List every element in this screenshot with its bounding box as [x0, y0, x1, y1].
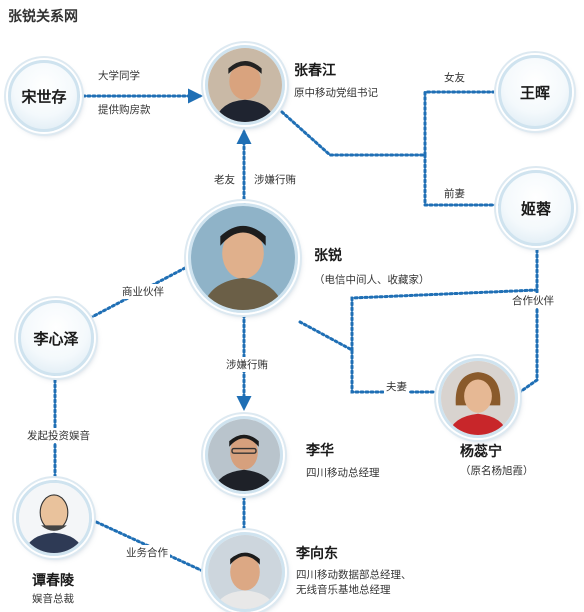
edge-label-classmate: 大学同学: [96, 68, 142, 83]
label-li-hua: 李华 四川移动总经理: [306, 440, 380, 481]
portrait-photo: [441, 361, 515, 435]
edge-label-spouse: 夫妻: [384, 379, 409, 394]
person-title: （原名杨旭霞）: [460, 465, 534, 477]
diagram-title: 张锐关系网: [8, 9, 78, 25]
edge-zhangchunjiang-wanghui: [280, 90, 500, 157]
portrait-illustration: [19, 483, 89, 553]
node-name: 姬蓉: [520, 199, 551, 218]
edge-label-cooperation-partner: 合作伙伴: [510, 293, 556, 308]
edge-zhangrui-yangruining: [298, 320, 440, 394]
edge-label-girlfriend: 女友: [442, 70, 467, 85]
person-name: 李华: [306, 443, 334, 459]
person-name: 杨蕊宁: [460, 444, 502, 460]
edge-zhangchunjiang-jirong: [423, 153, 500, 207]
portrait-photo: [191, 206, 295, 310]
portrait-photo: [208, 419, 280, 491]
label-tan-chunling: 谭春陵 娱音总裁: [32, 570, 74, 607]
node-name: 李心泽: [33, 329, 79, 348]
person-title-line-1: 四川移动数据部总经理、: [296, 569, 412, 581]
label-yang-ruining: 杨蕊宁 （原名杨旭霞）: [460, 441, 534, 479]
edge-label-investment: 发起投资娱音: [25, 428, 92, 443]
node-wang-hui[interactable]: 王晖: [498, 55, 572, 129]
edge-jirong-cooperation: [350, 248, 539, 352]
label-zhang-rui: 张锐 （电信中间人、收藏家）: [314, 245, 430, 288]
node-ji-rong[interactable]: 姬蓉: [498, 170, 574, 246]
person-title: 原中移动党组书记: [294, 87, 378, 99]
edge-label-old-friend: 老友: [212, 172, 237, 187]
node-zhang-chunjiang[interactable]: [205, 45, 285, 125]
node-name: 宋世存: [21, 87, 67, 106]
person-title: 娱音总裁: [32, 593, 74, 605]
node-zhang-rui[interactable]: [188, 203, 298, 313]
portrait-photo: [208, 48, 282, 122]
node-li-xiangdong[interactable]: [205, 532, 285, 612]
person-name: 张春江: [294, 63, 336, 79]
node-yang-ruining[interactable]: [438, 358, 518, 438]
person-name: 李向东: [296, 546, 338, 562]
edge-cooperation-yangruining: [518, 288, 539, 394]
node-name: 王晖: [519, 83, 550, 102]
person-name: 谭春陵: [32, 573, 74, 589]
edge-label-business-partner: 商业伙伴: [120, 284, 166, 299]
node-tan-chunling[interactable]: [16, 480, 92, 556]
label-li-xiangdong: 李向东 四川移动数据部总经理、 无线音乐基地总经理: [296, 543, 412, 598]
portrait-photo: [208, 535, 282, 609]
edge-label-bribery-2: 涉嫌行贿: [224, 357, 270, 372]
label-zhang-chunjiang: 张春江 原中移动党组书记: [294, 60, 378, 101]
edge-label-house-money: 提供购房款: [96, 102, 153, 117]
person-title: （电信中间人、收藏家）: [314, 274, 430, 286]
person-title-line-2: 无线音乐基地总经理: [296, 584, 391, 596]
node-li-hua[interactable]: [205, 416, 283, 494]
person-title: 四川移动总经理: [306, 467, 380, 479]
node-li-xinze[interactable]: 李心泽: [18, 300, 94, 376]
person-name: 张锐: [314, 248, 342, 264]
edge-label-ex-wife: 前妻: [442, 186, 467, 201]
node-song-shicun[interactable]: 宋世存: [8, 60, 80, 132]
edge-label-bribery-1: 涉嫌行贿: [252, 172, 298, 187]
edge-label-business-cooperation: 业务合作: [124, 545, 170, 560]
